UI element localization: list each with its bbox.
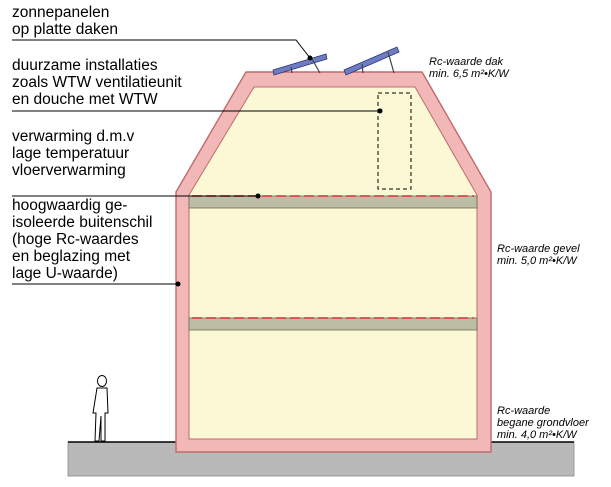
leader-solar xyxy=(12,39,311,59)
label-envelope: hoogwaardig ge- isoleerde buitenschil (h… xyxy=(12,197,153,282)
leader-envelope-dot xyxy=(175,281,181,287)
leader-solar-dot xyxy=(307,55,313,61)
rc-facade-note: Rc-waarde gevel min. 5,0 m²•K/W xyxy=(497,243,580,267)
solar-panel-right xyxy=(343,46,400,76)
leader-installations-dot xyxy=(377,108,383,114)
rc-ground-note: Rc-waarde begane grondvloer min. 4,0 m²•… xyxy=(497,405,589,441)
leader-heating-dot xyxy=(255,193,261,199)
label-solar-panels: zonnepanelen op platte daken xyxy=(12,4,119,38)
person-figure xyxy=(92,375,109,442)
label-installations: duurzame installaties zoals WTW ventilat… xyxy=(12,57,182,108)
middle-floor-slab xyxy=(188,317,478,331)
installation-unit xyxy=(377,92,412,190)
interior-space xyxy=(188,86,478,440)
rc-roof-note: Rc-waarde dak min. 6,5 m²•K/W xyxy=(429,56,509,80)
upper-floor-slab xyxy=(188,195,478,209)
label-heating: verwarming d.m.v lage temperatuur vloerv… xyxy=(12,128,135,179)
